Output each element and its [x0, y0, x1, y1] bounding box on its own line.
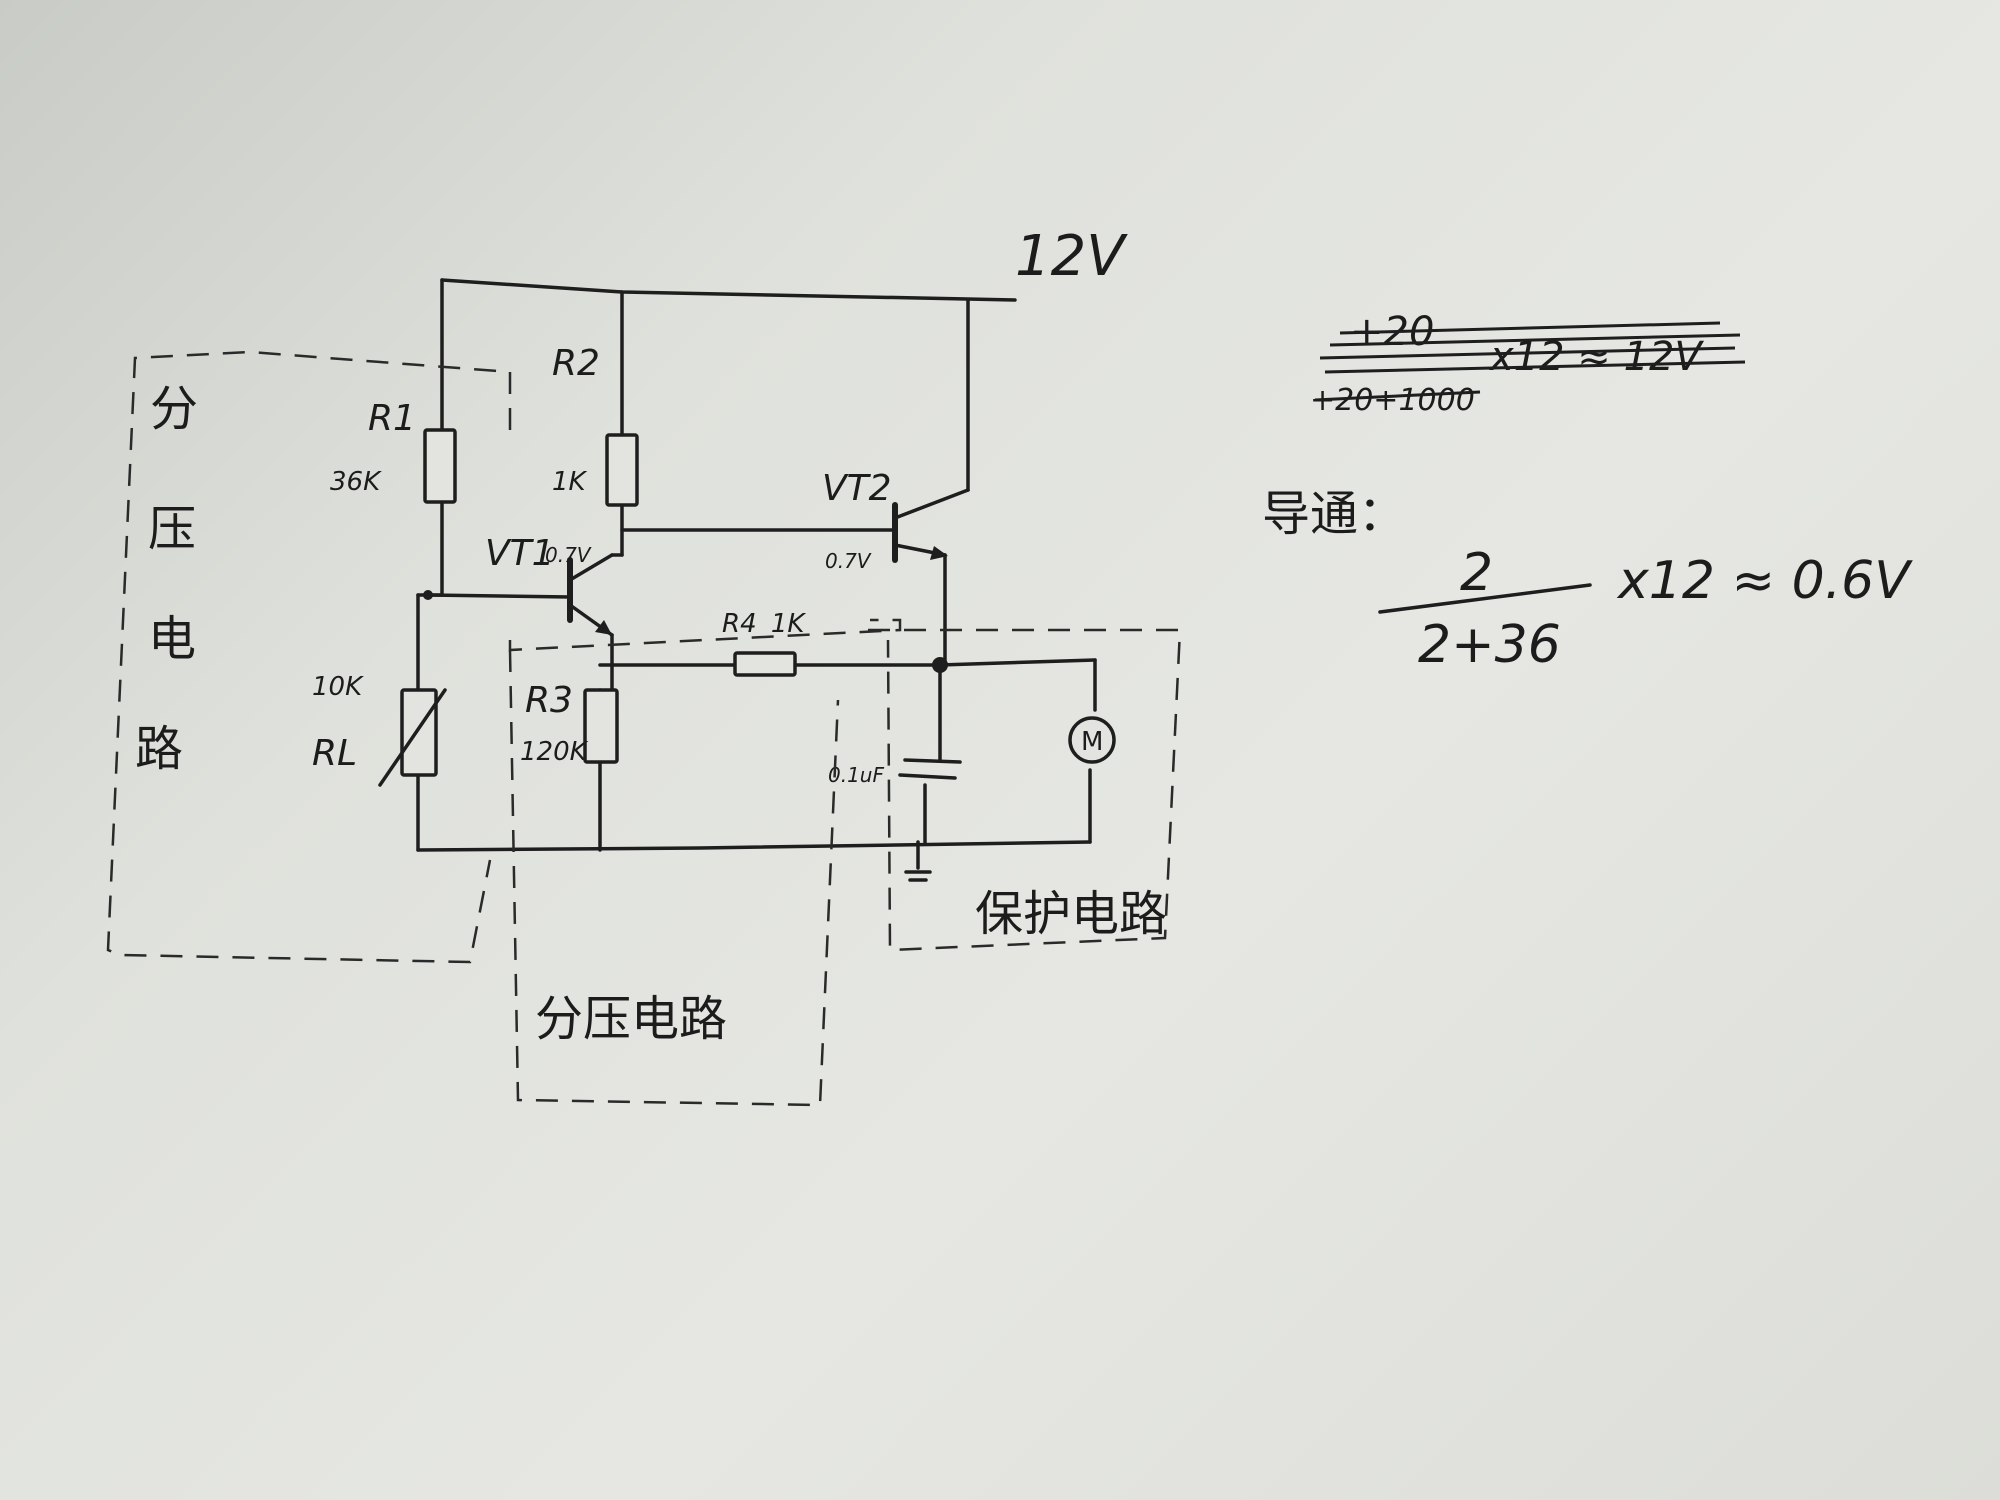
divider-block-bottom-outline — [508, 618, 902, 1107]
vt2-transistor — [892, 488, 970, 563]
r4-label: R4 1K — [722, 609, 806, 639]
conduct-label: 导通： — [1262, 486, 1406, 542]
scribbled-line-3: +20+1000 — [1310, 383, 1475, 418]
vt2-vbe: 0.7V — [825, 549, 872, 573]
r4-resistor — [733, 651, 797, 677]
r3-name: R3 — [525, 680, 573, 721]
divider-formula: 2 2+36 x12 ≈ 0.6V — [1378, 543, 1913, 675]
formula-result: x12 ≈ 0.6V — [1616, 551, 1913, 611]
divider-left-char-3: 电 — [148, 611, 196, 667]
protection-label: 保护电路 — [975, 886, 1167, 942]
divider-left-label: 分 压 电 路 — [135, 381, 198, 777]
divider-left-char-1: 分 — [150, 381, 198, 437]
r2-value: 1K — [552, 467, 588, 497]
r3-resistor — [583, 688, 619, 764]
vt1-name: VT1 — [485, 533, 555, 574]
divider-bottom-label: 分压电路 — [535, 991, 727, 1047]
divider-left-char-4: 路 — [135, 721, 183, 777]
rl-value: 10K — [312, 672, 364, 702]
motor — [1068, 716, 1116, 764]
fraction-bar — [1378, 583, 1592, 614]
junction-dot — [423, 590, 433, 600]
protection-block-outline — [868, 628, 1182, 952]
motor-label: M — [1081, 727, 1103, 757]
r2-resistor — [605, 433, 639, 507]
r4-name: R4 — [722, 609, 757, 639]
capacitor-value: 0.1uF — [828, 763, 884, 787]
r1-value: 36K — [330, 467, 382, 497]
vt2-name: VT2 — [822, 468, 892, 509]
scribbled-calculation: +20 x12 ≈ 12V +20+1000 — [1310, 309, 1746, 418]
divider-left-char-2: 压 — [148, 501, 196, 557]
rl-name: RL — [312, 733, 357, 774]
supply-voltage-label: 12V — [1015, 224, 1128, 289]
formula-denominator: 2+36 — [1418, 615, 1561, 675]
r1-name: R1 — [368, 398, 416, 439]
vt1-transistor — [567, 553, 624, 637]
r1-resistor — [423, 428, 457, 504]
junction-dot — [932, 657, 948, 673]
r3-value: 120K — [520, 737, 589, 767]
circuit-wires — [416, 278, 1097, 882]
formula-numerator: 2 — [1460, 543, 1493, 603]
capacitor — [898, 758, 962, 780]
divider-block-left-outline — [106, 350, 512, 964]
r2-name: R2 — [552, 343, 600, 384]
rl-variable-resistor — [400, 688, 438, 777]
rl-adjust-arrow — [378, 688, 447, 787]
vt1-vbe: 0.7V — [545, 543, 592, 567]
